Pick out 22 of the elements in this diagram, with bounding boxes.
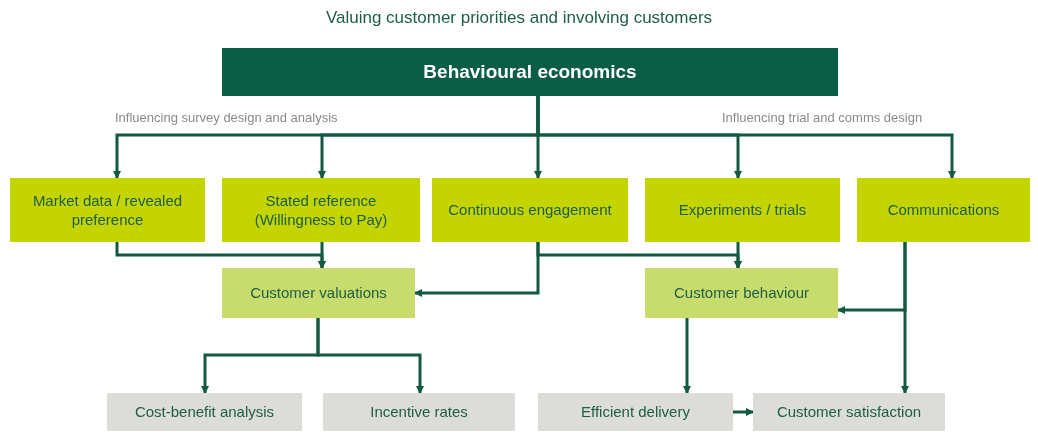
- connector-arrow: [318, 242, 326, 269]
- connector-arrow: [901, 242, 909, 394]
- process-box: Experiments / trials: [645, 178, 840, 242]
- process-box: Customer satisfaction: [753, 393, 945, 431]
- process-box: Customer valuations: [222, 268, 415, 318]
- process-box: Customer behaviour: [645, 268, 838, 318]
- connector-arrow: [316, 318, 424, 394]
- annotation-text: Influencing trial and comms design: [722, 110, 923, 125]
- process-box: Incentive rates: [323, 393, 515, 431]
- process-box: Cost-benefit analysis: [107, 393, 302, 431]
- connector-arrow: [734, 242, 742, 269]
- process-box: Market data / revealed preference: [10, 178, 205, 242]
- annotation-text: Influencing survey design and analysis: [115, 110, 338, 125]
- connector-arrow: [733, 408, 754, 416]
- process-box: Communications: [857, 178, 1030, 242]
- connector-arrow: [683, 318, 691, 394]
- process-box: Behavioural economics: [222, 48, 838, 96]
- diagram-title: Valuing customer priorities and involving customers: [324, 8, 714, 28]
- process-box: Efficient delivery: [538, 393, 733, 431]
- process-box: Stated reference (Willingness to Pay): [222, 178, 420, 242]
- connector-arrow: [536, 96, 956, 179]
- process-box: Continuous engagement: [432, 178, 628, 242]
